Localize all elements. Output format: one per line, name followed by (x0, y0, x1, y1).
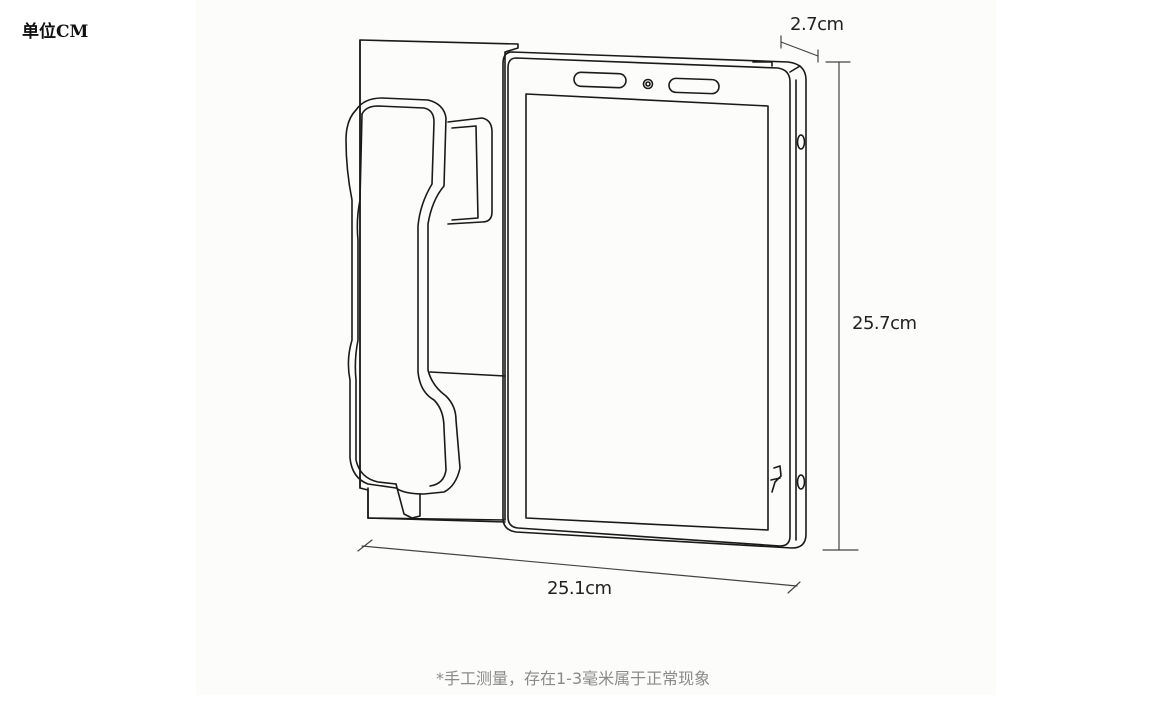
accessibility-icon (770, 465, 782, 493)
camera-icon (642, 78, 654, 90)
handset (345, 97, 461, 519)
depth-dimension-label: 2.7cm (790, 14, 844, 35)
dimension-lines (357, 35, 859, 594)
drawing-background (196, 0, 996, 695)
back-plate (359, 39, 519, 523)
measurement-note: *手工测量，存在1-3毫米属于正常现象 (436, 669, 711, 688)
width-dimension-label: 25.1cm (547, 578, 612, 599)
unit-label: 单位CM (22, 22, 89, 42)
speaker-slot-right (668, 77, 720, 95)
display-area (525, 93, 769, 531)
height-dimension-label: 25.7cm (852, 313, 917, 334)
side-button-bottom (796, 474, 806, 490)
speaker-slot-left (573, 71, 627, 89)
handset-cradle (447, 117, 493, 225)
side-button-top (796, 134, 806, 150)
screen-body (502, 51, 807, 549)
